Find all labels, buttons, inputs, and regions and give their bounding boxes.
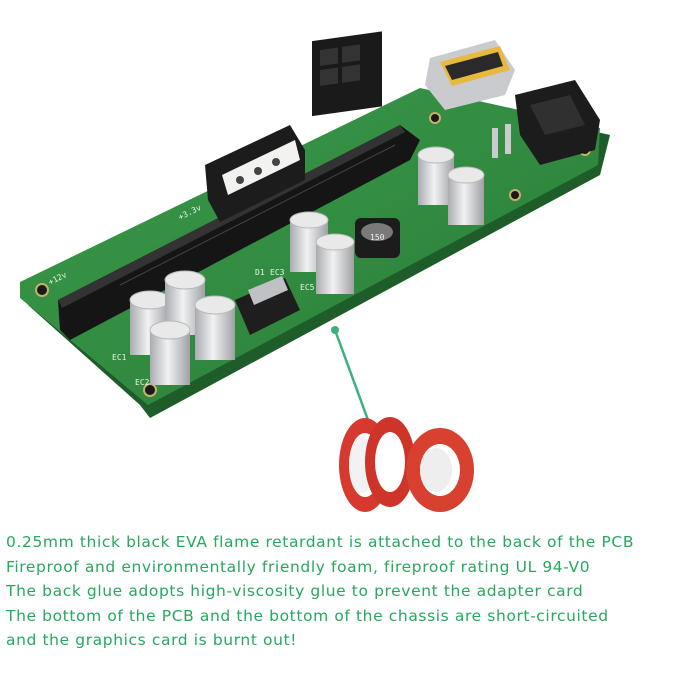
silk-label-ec1: EC1 — [112, 353, 127, 362]
silk-label-150: 150 — [370, 233, 385, 242]
caption-line-3: The back glue adopts high-viscosity glue… — [6, 582, 584, 600]
tape-roll-right — [406, 428, 474, 512]
product-photo: +12v +3.3v EC1 EC2 EC3 EC5 D1 150 — [20, 31, 610, 512]
usb-port — [425, 40, 515, 110]
silk-label-d1: D1 — [255, 268, 265, 277]
silk-label-ec5: EC5 — [300, 283, 315, 292]
voltage-regulator-chip — [235, 276, 300, 335]
caption-line-1: 0.25mm thick black EVA flame retardant i… — [6, 533, 635, 551]
pcie-slot — [58, 125, 420, 340]
capacitor-group-right — [417, 146, 485, 225]
silk-label-ec2: EC2 — [135, 378, 150, 387]
sata-connector — [492, 80, 600, 165]
caption: 0.25mm thick black EVA flame retardant i… — [6, 530, 698, 653]
six-pin-connector — [312, 31, 382, 117]
tape-roll-middle — [365, 417, 415, 507]
caption-line-5: and the graphics card is burnt out! — [6, 631, 298, 649]
pointer-line — [331, 326, 370, 421]
caption-line-2: Fireproof and environmentally friendly f… — [6, 557, 591, 576]
inductor — [355, 218, 400, 258]
molex-connector — [205, 125, 305, 222]
capacitor-group-center — [289, 211, 355, 294]
caption-line-4: The bottom of the PCB and the bottom of … — [6, 606, 609, 625]
silk-label-ec3: EC3 — [270, 268, 285, 277]
capacitor-group-left — [129, 270, 236, 385]
tape-rolls — [339, 417, 474, 512]
